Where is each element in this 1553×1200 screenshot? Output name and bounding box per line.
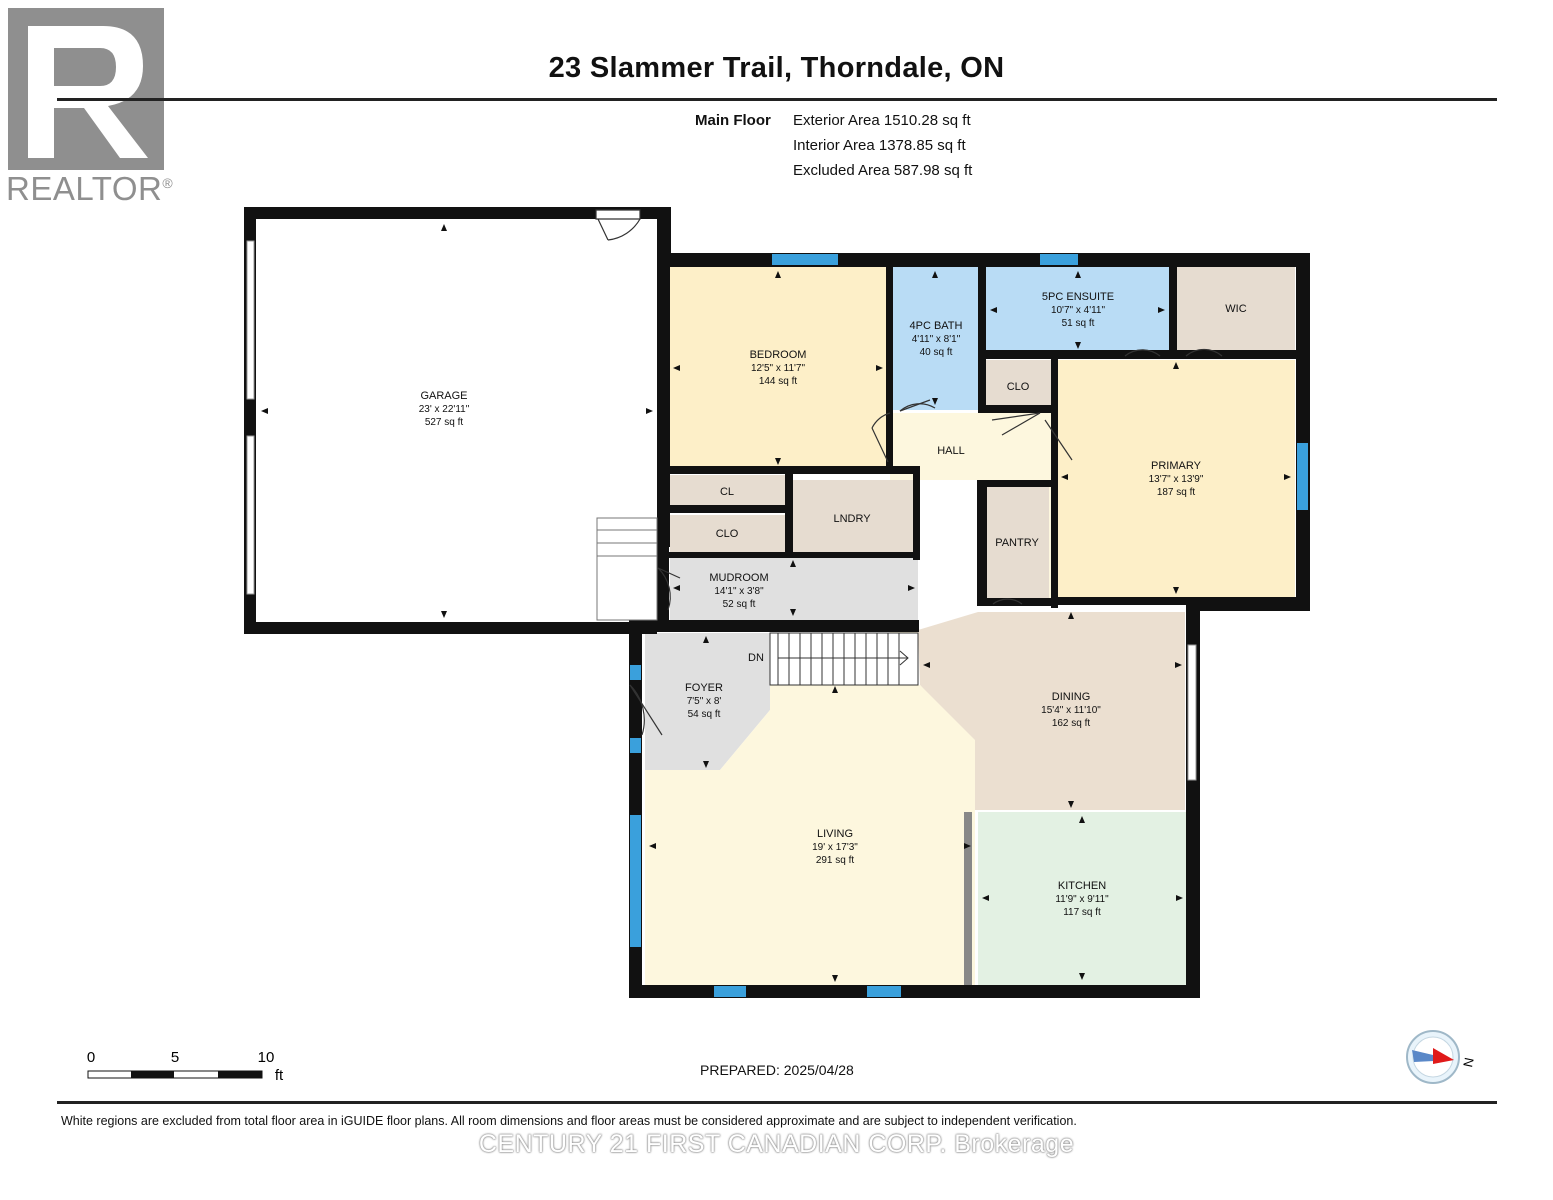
kitchen-counter [964,812,972,985]
disclaimer: White regions are excluded from total fl… [61,1114,1077,1128]
realtor-wordmark: REALTOR® [6,170,174,207]
page-title: 23 Slammer Trail, Thorndale, ON [548,52,1005,84]
room-kitchen [978,812,1186,985]
scale-unit: ft [275,1067,284,1084]
foyer-label: FOYER [685,682,723,694]
room-primary [1058,360,1295,598]
bath4-dims: 4'11" x 8'1" [912,334,961,345]
scale-bar [87,1070,263,1079]
realtor-logo [8,8,164,170]
room-clo-hall [986,360,1051,410]
foyer-area: 54 sq ft [688,709,721,720]
clo-mud-label: CLO [716,528,739,540]
ensuite-area: 51 sq ft [1062,318,1095,329]
scale-tick-0: 0 [87,1049,95,1066]
interior-walls [657,262,1296,608]
doors [595,209,1223,736]
room-bedroom [670,267,887,467]
dining-label: DINING [1052,691,1091,703]
dining-area: 162 sq ft [1052,718,1091,729]
kitchen-area: 117 sq ft [1063,907,1101,918]
wic-label: WIC [1225,303,1246,315]
mudroom-area: 52 sq ft [723,599,756,610]
bedroom-area: 144 sq ft [759,376,798,387]
scale-tick-5: 5 [171,1049,179,1066]
room-pantry [987,487,1049,599]
room-4pc-bath [893,267,978,410]
realtor-r-icon [8,8,164,170]
hall-label: HALL [937,445,965,457]
room-cl [670,475,785,505]
room-foyer [645,633,770,770]
garage-openings [246,240,1197,781]
prepared-date: PREPARED: 2025/04/28 [700,1062,854,1078]
scale-tick-10: 10 [258,1049,275,1066]
mudroom-label: MUDROOM [709,572,768,584]
mudroom-dims: 14'1" x 3'8" [714,586,764,597]
windows [630,254,1308,997]
dining-dims: 15'4" x 11'10" [1041,705,1101,716]
kitchen-label: KITCHEN [1058,880,1106,892]
bath4-area: 40 sq ft [920,347,953,358]
bedroom-dims: 12'5" x 11'7" [751,363,806,374]
living-area: 291 sq ft [816,855,855,866]
primary-area: 187 sq ft [1157,487,1196,498]
primary-label: PRIMARY [1151,460,1202,472]
interior-area: Interior Area 1378.85 sq ft [793,137,966,154]
dimension-arrows [261,224,1291,982]
room-lndry [793,480,914,557]
garage-dims: 23' x 22'11" [419,404,470,415]
living-label: LIVING [817,828,853,840]
primary-dims: 13'7" x 13'9" [1149,474,1204,485]
pantry-label: PANTRY [995,537,1039,549]
kitchen-dims: 11'9" x 9'11" [1055,894,1109,905]
ensuite-dims: 10'7" x 4'11" [1051,305,1106,316]
room-5pc-ensuite [986,267,1169,352]
compass-north-label: N [1460,1056,1477,1068]
floor-name: Main Floor [695,112,771,129]
foyer-dims: 7'5" x 8' [687,696,722,707]
room-clo-mud [670,515,785,552]
bath4-label: 4PC BATH [910,320,963,332]
stairs-label: DN [748,652,764,664]
cl-label: CL [720,486,734,498]
excluded-area: Excluded Area 587.98 sq ft [793,162,973,179]
footer-divider [57,1101,1497,1104]
garage-label: GARAGE [420,390,467,402]
stairs [769,632,919,686]
room-wic [1177,267,1295,352]
exterior-area: Exterior Area 1510.28 sq ft [793,112,971,129]
header-divider [57,98,1497,101]
garage-steps [596,517,658,621]
garage-area: 527 sq ft [425,417,464,428]
ensuite-label: 5PC ENSUITE [1042,291,1114,303]
living-dims: 19' x 17'3" [812,842,858,853]
compass-icon [1406,1030,1460,1084]
brokerage-watermark: CENTURY 21 FIRST CANADIAN CORP. Brokerag… [478,1130,1075,1158]
room-dining [918,612,1185,810]
lndry-label: LNDRY [833,513,871,525]
room-living [645,685,975,985]
bedroom-label: BEDROOM [750,349,807,361]
clo-hall-label: CLO [1007,381,1030,393]
